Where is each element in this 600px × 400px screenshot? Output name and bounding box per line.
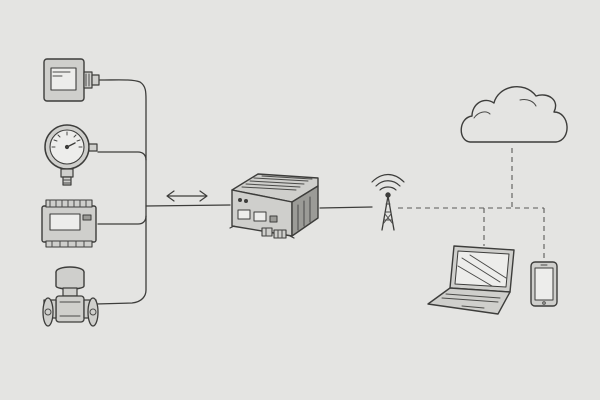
industrial-gateway-icon <box>229 173 319 239</box>
gateway-uplink <box>319 206 373 209</box>
bidirectional-arrow-icon <box>166 190 208 202</box>
flow-meter-valve-icon <box>42 266 99 327</box>
network-links <box>398 148 545 258</box>
din-rail-module-icon <box>41 199 97 248</box>
laptop-icon <box>427 245 515 315</box>
pressure-gauge-icon <box>44 124 98 186</box>
cell-tower-icon <box>371 173 405 231</box>
smartphone-icon <box>530 261 558 307</box>
cloud-icon <box>460 86 568 143</box>
device-wiring <box>95 79 231 305</box>
panel-meter-icon <box>43 58 100 102</box>
